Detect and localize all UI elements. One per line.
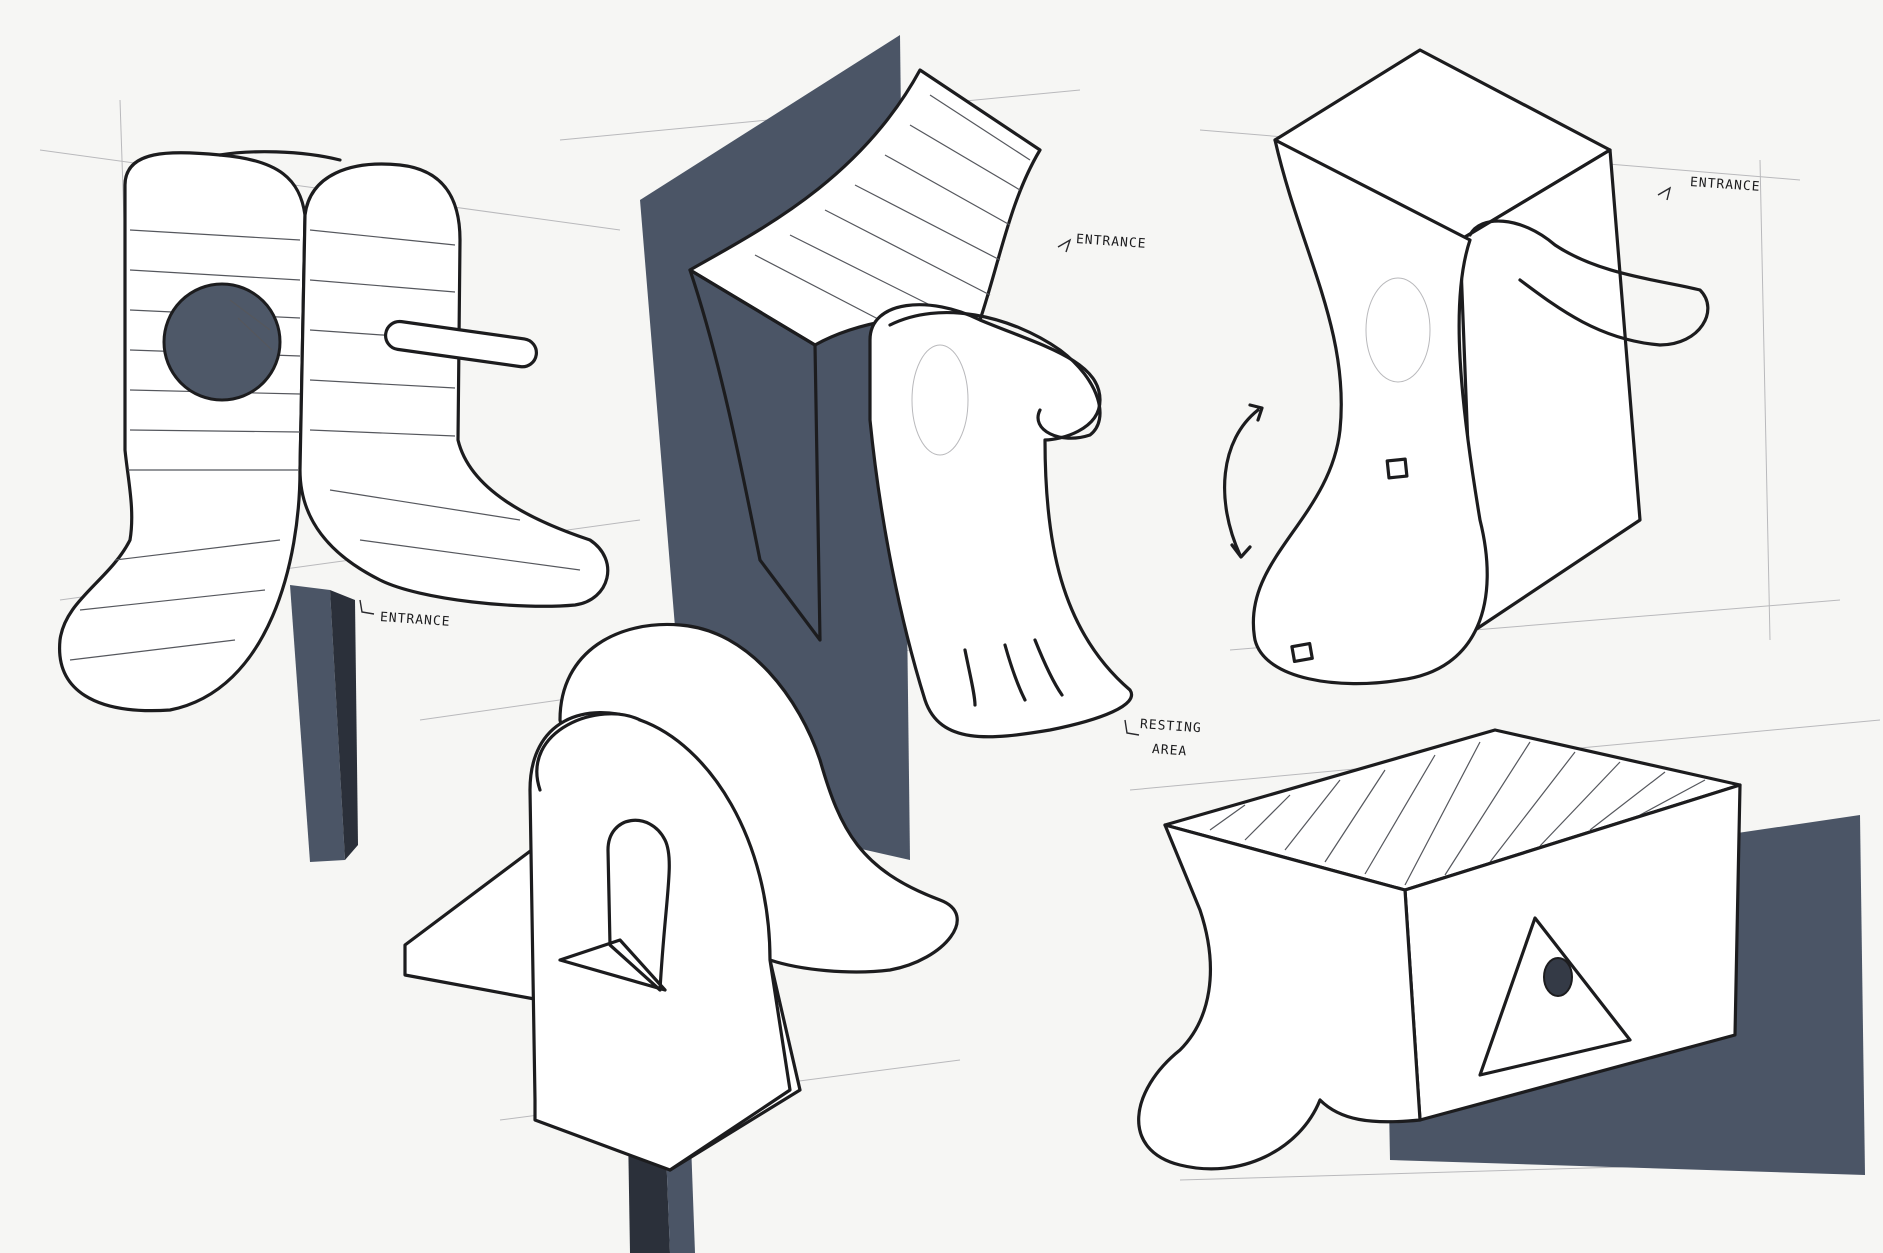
resting-label-line2: AREA [1151, 742, 1188, 760]
entrance-oval [1365, 277, 1431, 383]
arch-front [528, 711, 792, 1172]
post-shadow [290, 585, 345, 862]
boot-hatching [69, 229, 581, 661]
vent-square [1385, 457, 1409, 480]
arch-rim [535, 712, 642, 792]
entrance-hole [162, 282, 282, 402]
entrance-lip [1468, 219, 1710, 347]
roof-hatching [754, 94, 1031, 321]
side-wedge [688, 268, 822, 642]
curved-end [1137, 823, 1422, 1171]
entrance-arrow [1057, 238, 1072, 253]
curved-front [1251, 138, 1489, 686]
keyhole-floor [558, 938, 667, 992]
right-boot-panel [298, 162, 610, 608]
roof-ridge [218, 150, 342, 162]
sketch-birdhouse-arch [403, 622, 959, 1253]
rotation-arrowhead-top [1248, 403, 1264, 422]
post-side [330, 590, 358, 860]
front-scoop [868, 303, 1134, 739]
sketch-birdhouse-twin-boot [58, 150, 610, 862]
rotation-arrow [1223, 408, 1260, 557]
drain-square [1290, 641, 1314, 664]
ridge-1 [963, 648, 977, 707]
entrance-arrow [359, 599, 375, 615]
sketch-birdhouse-curved-box [1223, 48, 1710, 686]
entrance-lip [888, 311, 1102, 440]
top-hatching [1209, 741, 1706, 886]
sketch-birdhouse-triangle-box [1137, 728, 1865, 1175]
resting-arrow [1124, 719, 1140, 736]
keyhole-entrance [606, 818, 671, 992]
entrance-arrow [1657, 186, 1672, 201]
ridge-3 [1033, 638, 1064, 697]
entrance-oval [911, 344, 969, 456]
perch-rod [383, 319, 538, 369]
entrance-hole [1543, 957, 1573, 997]
rotation-arrowhead-bottom [1230, 543, 1252, 559]
ridge-2 [1003, 643, 1027, 702]
triangle-entrance [1478, 916, 1632, 1077]
